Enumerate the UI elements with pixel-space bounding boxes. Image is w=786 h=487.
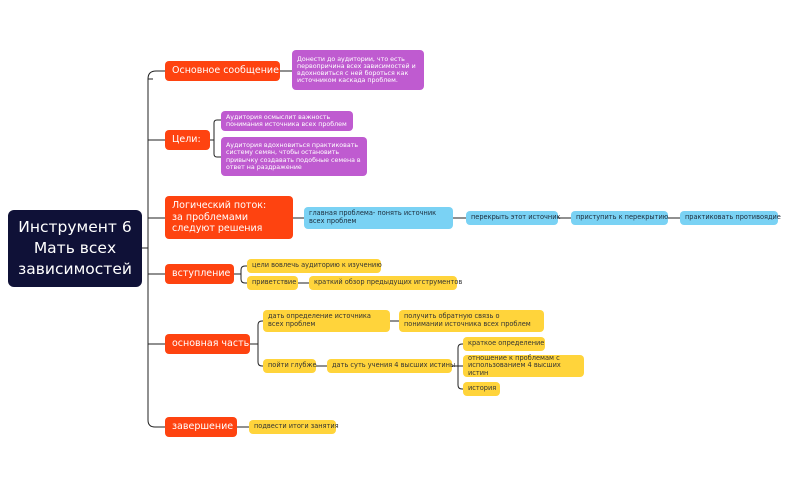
branch-logic-flow[interactable]: Логический поток: за проблемами следуют … xyxy=(165,196,293,239)
branch-main-message[interactable]: Основное сообщение xyxy=(165,61,280,81)
branch-label: Логический поток: за проблемами следуют … xyxy=(172,200,267,235)
main-part-subitem: получить обратную связь о понимании исто… xyxy=(399,310,544,332)
root-label: Инструмент 6 Мать всех зависимостей xyxy=(18,218,132,278)
branch-label: завершение xyxy=(172,420,234,432)
truth-subitem: история xyxy=(463,382,500,396)
logic-step: приступить к перекрытию xyxy=(571,211,668,225)
ending-item: подвести итоги занятия xyxy=(249,420,339,434)
branch-intro[interactable]: вступление xyxy=(165,264,234,284)
branch-ending[interactable]: завершение xyxy=(165,417,237,437)
branch-label: основная часть xyxy=(172,337,250,349)
branch-label: Цели: xyxy=(172,133,201,145)
logic-step: практиковать противоядие xyxy=(680,211,781,225)
branch-label: вступление xyxy=(172,267,231,279)
main-message-detail: Донести до аудитории, что есть первоприч… xyxy=(292,50,424,90)
main-part-item: пойти глубже xyxy=(263,359,317,373)
branch-label: Основное сообщение xyxy=(172,64,279,76)
root-node: Инструмент 6 Мать всех зависимостей xyxy=(8,210,142,287)
goal-item: Аудитория вдохновиться практиковать сист… xyxy=(221,137,367,176)
intro-item: цели вовлечь аудиторию к изучению xyxy=(247,259,382,273)
goal-item: Аудитория осмыслит важность понимания ис… xyxy=(221,111,353,131)
logic-step: главная проблема- понять источник всех п… xyxy=(304,207,453,229)
intro-subitem: краткий обзор предыдущих игструментов xyxy=(309,276,462,290)
main-part-subitem: дать суть учения 4 высших истины xyxy=(327,359,455,373)
truth-subitem: отношение к проблемам с использованием 4… xyxy=(463,354,584,377)
logic-step: перекрыть этот источник xyxy=(466,211,561,225)
intro-item: приветствие xyxy=(247,276,298,290)
branch-main-part[interactable]: основная часть xyxy=(165,334,250,354)
main-part-item: дать определение источника всех проблем xyxy=(263,310,390,332)
branch-goals[interactable]: Цели: xyxy=(165,130,210,150)
truth-subitem: краткое определение xyxy=(463,337,545,351)
